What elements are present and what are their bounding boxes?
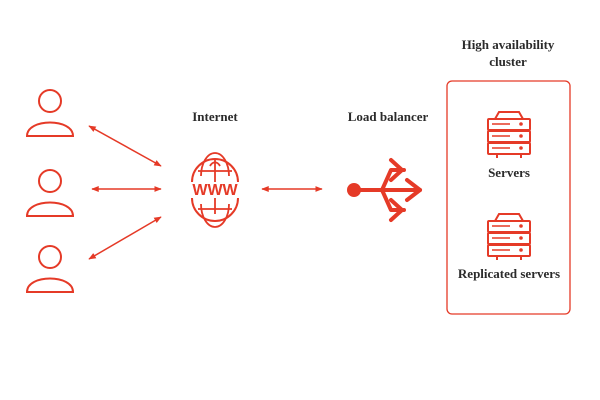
user-icon [25, 89, 75, 137]
globe-www-icon: WWW [191, 152, 239, 228]
server-stack-icon [487, 213, 531, 260]
cluster-title-line2: cluster [489, 54, 527, 69]
load-balancer-label: Load balancer [347, 109, 429, 124]
www-text: WWW [192, 182, 238, 199]
server-stack-icon [487, 111, 531, 158]
cluster-title: High availability cluster [440, 36, 576, 70]
user-icon [25, 169, 75, 217]
replicated-servers-label: Replicated servers [457, 266, 561, 281]
internet-label: Internet [192, 109, 238, 124]
connection-arrow [88, 216, 162, 260]
connection-arrow [88, 125, 162, 167]
cluster-box [446, 80, 571, 315]
user-icon [25, 245, 75, 293]
load-balancer-icon [347, 158, 422, 222]
servers-label: Servers [488, 165, 530, 180]
cluster-title-line1: High availability [461, 37, 555, 52]
